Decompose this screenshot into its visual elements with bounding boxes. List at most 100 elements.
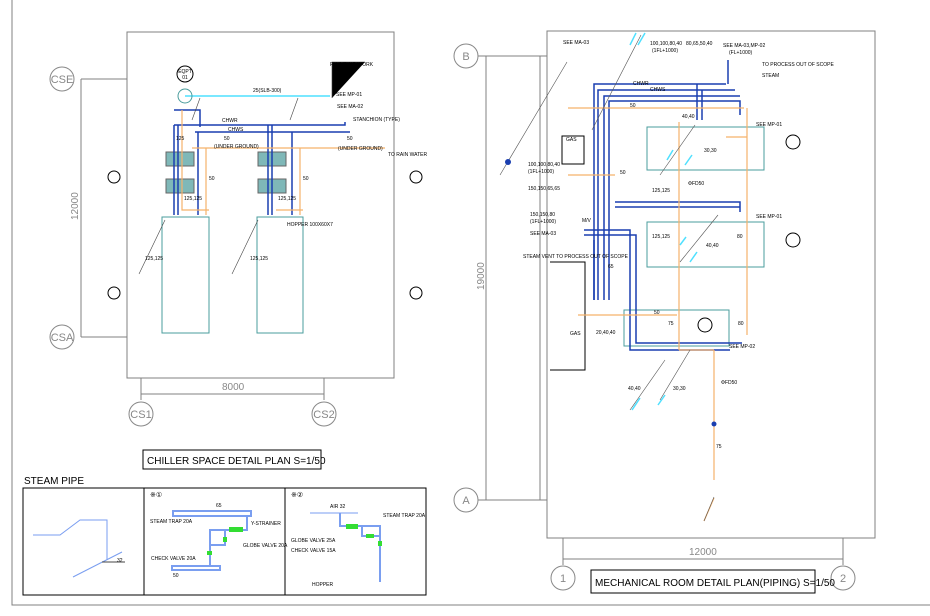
pipe-size-label: 75 [668, 321, 674, 327]
chiller-unit-2 [256, 216, 304, 334]
label-chws: CHWS [650, 87, 666, 93]
label-steam-trap: STEAM TRAP 20A [150, 519, 193, 525]
grid-label-csa: CSA [51, 332, 74, 344]
dim-horizontal: 8000 [222, 382, 245, 393]
label-to-process: TO PROCESS OUT OF SCOPE [762, 62, 834, 68]
label-under-ground: (UNDER GROUND) [214, 144, 259, 150]
section-marker [409, 170, 423, 184]
equipment-unit-3 [623, 309, 730, 347]
pipe-size-label: 50 [347, 136, 353, 142]
pipe-size-label: 150,150,80 [530, 212, 555, 218]
pipe-size-label: 125,125 [250, 256, 268, 262]
grid-label-cs2: CS2 [313, 409, 334, 421]
pipe-size-label: 30,30 [704, 148, 717, 154]
grid-bubble-cs1: CS1 [128, 401, 154, 427]
grid-bubble-cs2: CS2 [311, 401, 337, 427]
reference-label: SEE MP-01 [336, 92, 362, 98]
section-marker [409, 286, 423, 300]
pipe-size-label: 30,30 [673, 386, 686, 392]
reference-label: SEE MA-03 [563, 40, 589, 46]
elevation-label: (1FL+1000) [528, 169, 554, 175]
label-under-ground: (UNDER GROUND) [338, 146, 383, 152]
grid-label-2: 2 [840, 573, 846, 585]
label-floor-drain: ΦFD50 [721, 380, 737, 386]
label-check-valve: CHECK VALVE 20A [151, 556, 196, 562]
grid-bubble-a: A [453, 487, 479, 513]
reference-label: SEE MA-02 [337, 104, 363, 110]
reference-label: SEE MA-03 [530, 231, 556, 237]
gas-box [561, 135, 585, 165]
equipment-tag-number: 01 [182, 75, 188, 81]
pipe-size-label: 50 [173, 573, 179, 579]
mech-plan-title-box [590, 569, 816, 594]
pipe-size-label: 125,125 [652, 188, 670, 194]
pipe-size-label: 80 [737, 234, 743, 240]
pipe-blue-network [173, 109, 350, 215]
label-mv: M/V [582, 218, 592, 224]
pipe-size-label: 125,125 [145, 256, 163, 262]
label-steam-vent: STEAM VENT TO PROCESS OUT OF SCOPE [523, 254, 629, 260]
label-steam-trap: STEAM TRAP 20A [383, 513, 426, 519]
valve-icon [711, 421, 717, 427]
steam-pipe-heading: STEAM PIPE [24, 476, 84, 487]
elevation-label: (FL+1000) [729, 50, 753, 56]
label-gas: GAS [566, 137, 577, 143]
grid-label-b: B [462, 51, 469, 63]
grid-bubble-2: 2 [830, 565, 856, 591]
dim-horizontal: 12000 [689, 547, 717, 558]
pipe-size-label: 40,40 [628, 386, 641, 392]
pipe-size-label: 65 [608, 264, 614, 270]
pipe-size-label: 40,40 [706, 243, 719, 249]
pipe-size-label: 100,100,80,40 [528, 162, 560, 168]
pipe-size-label: 80 [738, 321, 744, 327]
reference-label: SEE MP-02 [729, 344, 755, 350]
pipe-size-label: 32 [117, 558, 123, 564]
reference-label: SEE MP-01 [756, 122, 782, 128]
detail-2-piping [339, 513, 381, 582]
pipe-size-label: 50 [303, 176, 309, 182]
elevation-label: (1FL+1000) [652, 48, 678, 54]
reference-label: SEE MA-03,MP-02 [723, 43, 765, 49]
chiller-room-outline [126, 31, 395, 379]
pipe-size-label: 150,150,65,65 [528, 186, 560, 192]
pipe-size-label: 100,100,80,40 [650, 41, 682, 47]
equipment-tag [785, 134, 801, 150]
grid-label-cs1: CS1 [130, 409, 151, 421]
grid-bubble-1: 1 [550, 565, 576, 591]
label-hopper: HOPPER [312, 582, 334, 588]
label-to-rain-water: TO RAIN WATER [388, 152, 427, 158]
pipe-size-label: 50 [630, 103, 636, 109]
steam-pipe-details: STEAM PIPE 32 ※① 65 STEAM TRAP 20A Y-STR… [22, 476, 427, 596]
label-hopper: HOPPER 100X60X7 [287, 222, 333, 228]
pipe-size-label: 125,125 [184, 196, 202, 202]
section-marker [107, 286, 121, 300]
leader-lines [138, 61, 365, 275]
sheet-frame [11, 0, 930, 606]
label-steam: STEAM [762, 73, 779, 79]
label-chws: CHWS [228, 127, 244, 133]
pipe-orange-network [568, 107, 748, 522]
equipment-unit-1 [646, 126, 765, 171]
mech-room-outline [546, 30, 876, 539]
mechanical-room-plan: 19000 12000 B A 1 2 [453, 30, 876, 594]
pipe-size-label: 20,40,40 [596, 330, 616, 336]
leader-lines [591, 34, 719, 522]
pipe-size-label: 25(SLB-300) [253, 88, 282, 94]
pipe-size-label: 65 [216, 503, 222, 509]
grid-bubble-cse: CSE [49, 66, 75, 92]
pipe-size-label: 50 [224, 136, 230, 142]
label-stanchion: STANCHION (TYPE) [353, 117, 400, 123]
valve-icon [207, 527, 243, 555]
grid-label-cse: CSE [51, 74, 74, 86]
pipe-size-label: 50 [620, 170, 626, 176]
elevation-label: (1FL+1000) [530, 219, 556, 225]
pipe-size-label: 75 [716, 444, 722, 450]
dim-vertical: 12000 [70, 192, 81, 220]
pipe-size-label: 40,40 [682, 114, 695, 120]
equipment-unit-2 [646, 221, 765, 268]
equipment-tag [785, 232, 801, 248]
grid-bubble-csa: CSA [49, 324, 75, 350]
label-plumbing-work: PLUMBING WORK [330, 62, 374, 68]
chiller-space-plan: 12000 8000 CSE CSA CS1 CS2 EQPT 01 [49, 31, 427, 470]
grid-label-1: 1 [560, 573, 566, 585]
